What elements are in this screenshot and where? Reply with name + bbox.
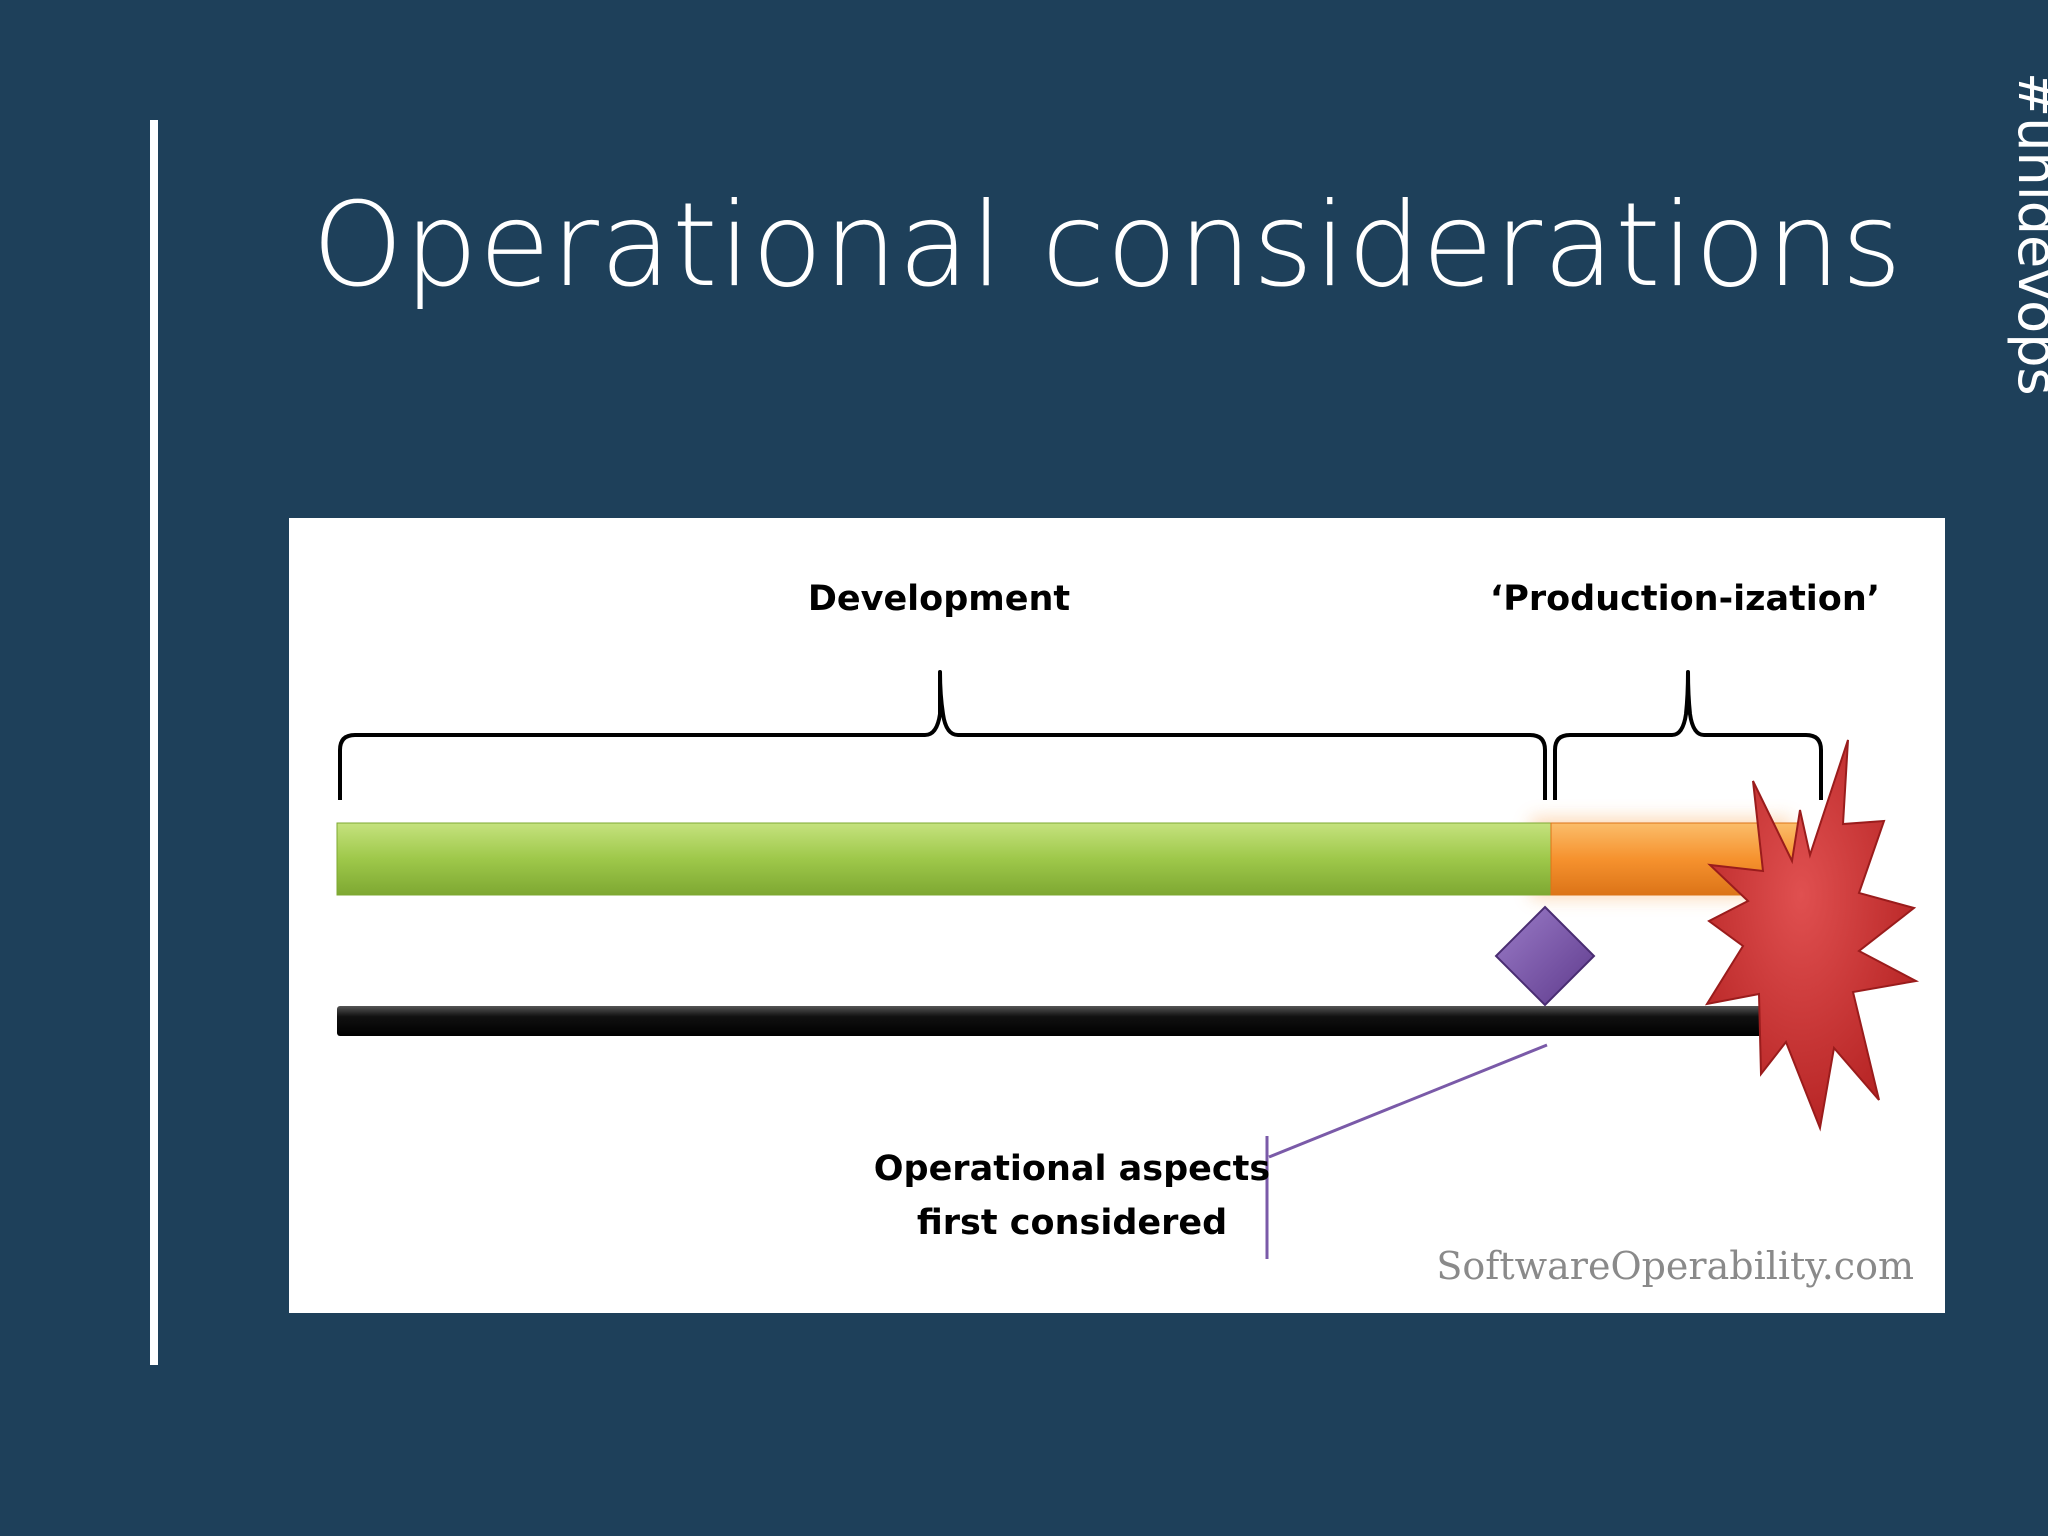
phase-label-productionization: ‘Production-ization’ bbox=[1490, 579, 1880, 619]
timeline-bar bbox=[337, 1006, 1807, 1036]
callout-line bbox=[1268, 1043, 1548, 1159]
development-bar bbox=[336, 822, 1552, 896]
explosion-icon bbox=[1704, 739, 1920, 1132]
milestone-label-line-1: Operational aspects bbox=[874, 1149, 1270, 1189]
phase-label-development: Development bbox=[808, 579, 1070, 619]
watermark: SoftwareOperability.com bbox=[1436, 1244, 1914, 1288]
development-brace bbox=[338, 670, 1547, 800]
milestone-diamond-icon bbox=[1494, 905, 1596, 1007]
timeline-diagram: Development ‘Production-ization’ Operati… bbox=[336, 579, 1920, 1288]
slide-title: Operational considerations bbox=[312, 178, 1903, 313]
hashtag-label: #unidevops bbox=[2006, 72, 2048, 396]
diagram-panel: Development ‘Production-ization’ Operati… bbox=[289, 518, 1945, 1313]
accent-bar bbox=[150, 120, 158, 1365]
productionization-brace bbox=[1553, 670, 1823, 800]
milestone-label-line-2: first considered bbox=[917, 1203, 1227, 1243]
